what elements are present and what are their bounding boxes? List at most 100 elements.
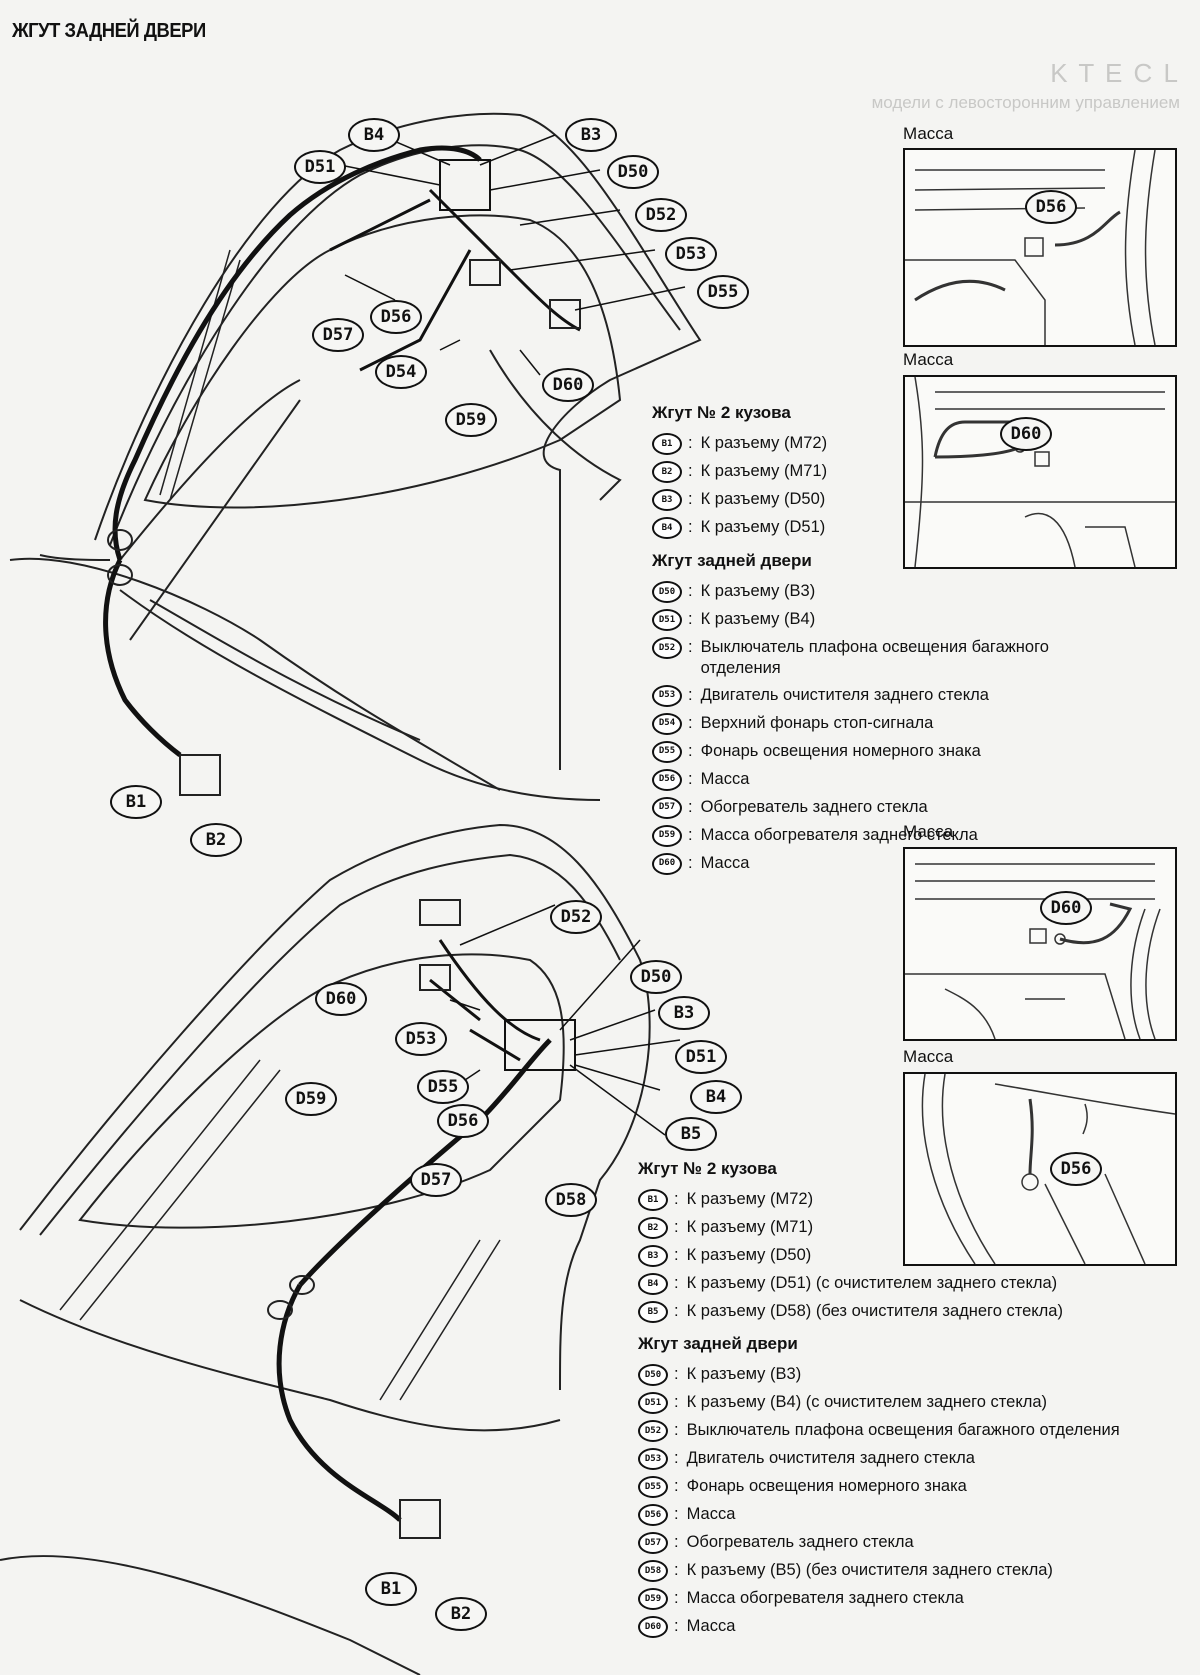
legend-row: B3:К разъему (D50) (652, 489, 872, 512)
photo-3-label: Масса (903, 822, 954, 841)
tag-d50-top: D50 (607, 155, 659, 189)
legend-text: Обогреватель заднего стекла (686, 1533, 914, 1552)
legend-row: D50:К разъему (B3) (638, 1364, 1158, 1387)
legend-row: D53:Двигатель очистителя заднего стекла (638, 1448, 1158, 1471)
tag-d51-bottom: D51 (675, 1040, 727, 1074)
tag-d60-bottom: D60 (315, 982, 367, 1016)
legend-code: D55 (638, 1476, 668, 1499)
photo-4-tag: D56 (1050, 1152, 1102, 1186)
tag-d53-bottom: D53 (395, 1022, 447, 1056)
legend-text: Масса (686, 1505, 736, 1524)
tag-b3-bottom: B3 (658, 996, 710, 1030)
legend-code: B3 (638, 1245, 668, 1268)
legend-row: D56:Масса (638, 1504, 1158, 1527)
legend-code: B2 (652, 461, 682, 484)
legend-code: D51 (638, 1392, 668, 1415)
legend-code: D60 (638, 1616, 668, 1639)
legend-row: D54:Верхний фонарь стоп-сигнала (652, 712, 1092, 735)
legend-code: B1 (652, 433, 682, 456)
legend-code: D59 (638, 1588, 668, 1611)
legend-top-body: Жгут № 2 кузова B1:К разъему (M72) B2:К … (652, 402, 872, 545)
tag-d52-bottom: D52 (550, 900, 602, 934)
legend-row: B2:К разъему (M71) (638, 1217, 1158, 1240)
detail-photo-4: D56 (903, 1072, 1177, 1266)
tag-b1-top: B1 (110, 785, 162, 819)
tag-d50-bottom: D50 (630, 960, 682, 994)
photo-2-tag: D60 (1000, 417, 1052, 451)
tag-d54-top: D54 (375, 355, 427, 389)
photo-4-label: Масса (903, 1047, 954, 1066)
legend-row: D59:Масса обогревателя заднего стекла (638, 1588, 1158, 1611)
tag-b4-bottom: B4 (690, 1080, 742, 1114)
tag-d58-bottom: D58 (545, 1183, 597, 1217)
legend-row: D60:Масса (638, 1616, 1158, 1639)
legend-code: B3 (652, 489, 682, 512)
legend-text: К разъему (D51) (700, 518, 826, 537)
legend-code: D57 (652, 796, 682, 819)
legend-code: B4 (652, 517, 682, 540)
top-tailgate-outline (9, 112, 702, 801)
legend-row: B3:К разъему (D50) (638, 1245, 1158, 1268)
legend-row: D55:Фонарь освещения номерного знака (652, 740, 1092, 763)
tag-d59-top: D59 (445, 403, 497, 437)
legend-text: К разъему (B4) (с очистителем заднего ст… (686, 1393, 1048, 1412)
legend-row: D50:К разъему (B3) (652, 581, 1092, 604)
top-leader-lines (339, 134, 686, 376)
photo-1-label: Масса (903, 124, 954, 143)
faded-brand: K T E C L (1050, 58, 1180, 88)
bottom-tailgate-outline (0, 823, 651, 1675)
tag-b2-top: B2 (190, 823, 242, 857)
legend-row: D57:Обогреватель заднего стекла (638, 1532, 1158, 1555)
legend-code: D55 (652, 740, 682, 763)
legend-row: D60:Масса (652, 852, 1092, 875)
legend-code: B4 (638, 1273, 668, 1296)
tag-d53-top: D53 (665, 237, 717, 271)
detail-photo-1: D56 (903, 148, 1177, 347)
legend-text: Выключатель плафона освещения багажного … (700, 638, 1049, 677)
tag-d51-top: D51 (294, 150, 346, 184)
photo-1-tag: D56 (1025, 190, 1077, 224)
tag-b2-bottom: B2 (435, 1597, 487, 1631)
legend-code: D53 (638, 1448, 668, 1471)
detail-photo-3: D60 (903, 847, 1177, 1041)
legend-row: D58:К разъему (B5) (без очистителя задне… (638, 1560, 1158, 1583)
legend-text: К разъему (B4) (700, 610, 816, 629)
legend-code: B5 (638, 1301, 668, 1324)
photo-3-tag: D60 (1040, 891, 1092, 925)
legend-row: D53:Двигатель очистителя заднего стекла (652, 684, 1092, 707)
legend-text: Обогреватель заднего стекла (700, 797, 928, 816)
page-title: ЖГУТ ЗАДНЕЙ ДВЕРИ (12, 20, 206, 42)
tag-d52-top: D52 (635, 198, 687, 232)
tag-d56-top: D56 (370, 300, 422, 334)
legend-code: D57 (638, 1532, 668, 1555)
bottom-leader-lines (449, 904, 681, 1136)
legend-text: К разъему (M71) (700, 462, 828, 481)
legend-code: D53 (652, 684, 682, 707)
legend-text: К разъему (B5) (без очистителя заднего с… (686, 1561, 1053, 1580)
legend-row: D51:К разъему (B4) (с очистителем заднег… (638, 1392, 1158, 1415)
legend-text: Масса (700, 853, 750, 872)
legend-text: К разъему (M72) (686, 1190, 814, 1209)
legend-code: D58 (638, 1560, 668, 1583)
legend-row: D55:Фонарь освещения номерного знака (638, 1476, 1158, 1499)
legend-row: B1:К разъему (M72) (638, 1189, 1158, 1212)
legend-text: Фонарь освещения номерного знака (686, 1477, 967, 1496)
legend-top-door-title: Жгут задней двери (652, 551, 812, 570)
legend-text: Масса (700, 769, 750, 788)
legend-code: D52 (652, 637, 682, 660)
legend-code: D52 (638, 1420, 668, 1443)
legend-text: Двигатель очистителя заднего стекла (700, 685, 989, 704)
legend-code: D54 (652, 712, 682, 735)
tag-d57-top: D57 (312, 318, 364, 352)
detail-photo-2: D60 (903, 375, 1177, 569)
legend-code: D60 (652, 852, 682, 875)
legend-text: К разъему (M71) (686, 1218, 814, 1237)
legend-code: D50 (652, 581, 682, 604)
legend-row: B1:К разъему (M72) (652, 433, 872, 456)
tag-d60-top: D60 (542, 368, 594, 402)
faded-subtitle: модели с левосторонним управлением (871, 93, 1180, 113)
legend-text: Выключатель плафона освещения багажного … (686, 1421, 1120, 1440)
legend-text: К разъему (B3) (686, 1365, 802, 1384)
legend-text: Масса (686, 1617, 736, 1636)
